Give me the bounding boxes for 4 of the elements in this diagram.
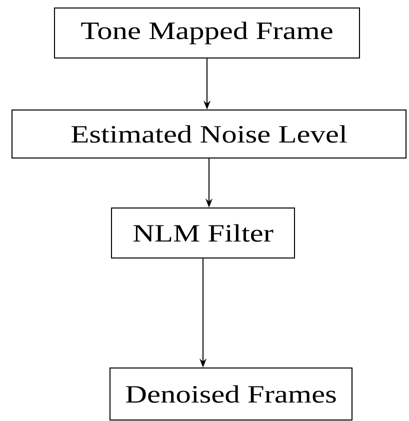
process-box: Tone Mapped Frame — [54, 8, 360, 58]
process-box: NLM Filter — [111, 208, 295, 258]
process-box: Estimated Noise Level — [12, 110, 406, 158]
process-box: Denoised Frames — [110, 368, 352, 420]
